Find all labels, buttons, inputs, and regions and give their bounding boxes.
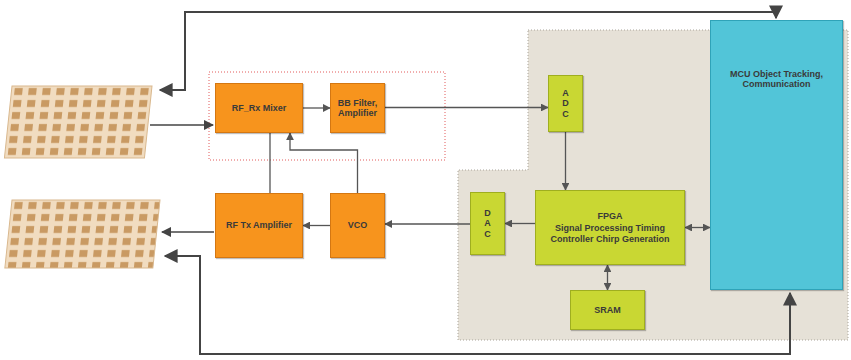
rx-signal-wire <box>150 124 213 126</box>
signal-connector <box>607 265 608 290</box>
signal-connector <box>290 133 358 193</box>
fpga-box: FPGA Signal Processing Timing Controller … <box>535 190 685 265</box>
box-label: SRAM <box>594 305 621 315</box>
tx-signal-wire <box>162 231 214 233</box>
signal-connector <box>505 223 535 224</box>
box-label: DAC <box>483 208 492 239</box>
box-label: FPGA <box>597 211 622 221</box>
control-wire <box>165 256 790 354</box>
amplifier-box: RF Tx Amplifier <box>215 193 303 258</box>
box-label: VCO <box>348 220 368 230</box>
tx-antenna-array <box>5 200 160 268</box>
signal-connector <box>303 107 330 108</box>
box-label: MCU Object Tracking, Communication <box>714 69 839 90</box>
box-label: RF Tx Amplifier <box>226 220 292 230</box>
rf-frontend-outline <box>209 72 445 160</box>
signal-connector <box>685 227 710 228</box>
box-label: RF_Rx Mixer <box>232 103 287 113</box>
converter-box: ADC <box>548 75 583 132</box>
memory-box: SRAM <box>570 290 645 330</box>
signal-connector <box>269 133 270 193</box>
oscillator-box: VCO <box>330 193 385 258</box>
mixer-box: RF_Rx Mixer <box>215 83 303 133</box>
signal-connector <box>385 223 470 224</box>
controller-box: MCU Object Tracking, Communication <box>710 20 843 290</box>
box-description: Signal Processing Timing Controller Chir… <box>539 223 681 244</box>
signal-connector <box>565 132 566 190</box>
signal-connector <box>385 107 548 108</box>
filter-box: BB Filter, Amplifier <box>330 83 385 133</box>
box-label: BB Filter, Amplifier <box>334 98 381 119</box>
converter-box: DAC <box>470 192 505 255</box>
control-wire <box>160 12 776 90</box>
rx-antenna-array <box>4 86 152 158</box>
signal-connector <box>303 225 330 226</box>
box-label: ADC <box>561 88 570 119</box>
